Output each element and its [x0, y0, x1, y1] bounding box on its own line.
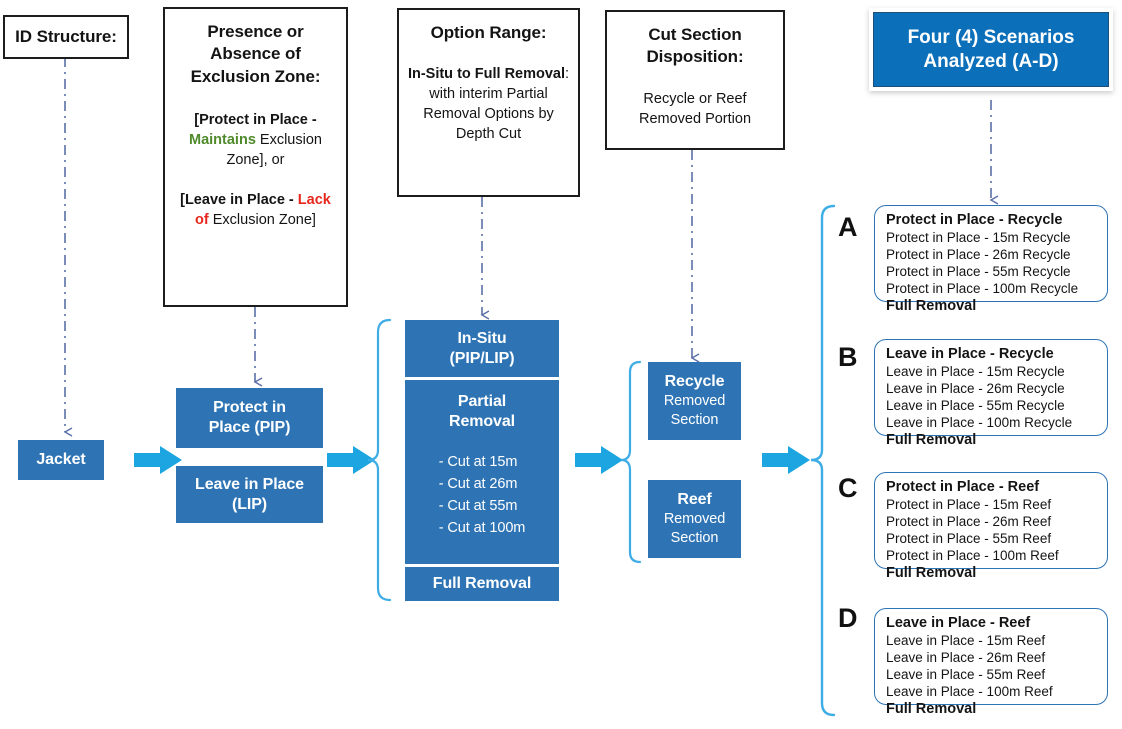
- bracket-option-column: [367, 318, 392, 602]
- header-option-range-body: In-Situ to Full Removal: with interim Pa…: [407, 64, 570, 144]
- reef-title: Reef: [677, 491, 712, 509]
- partial-removal-label-line2: Removal: [449, 413, 515, 431]
- scenario-box-a[interactable]: Protect in Place - Recycle Protect in Pl…: [874, 205, 1108, 314]
- header-cut-section: Cut Section Disposition: Recycle or Reef…: [605, 10, 785, 150]
- pip-note-suffix: Exclusion Zone], or: [226, 132, 322, 169]
- scenario-box-d[interactable]: Leave in Place - Reef Leave in Place - 1…: [874, 608, 1108, 717]
- arrow-disposition-to-scenarios: [762, 446, 810, 474]
- partial-removal-label-line1: Partial: [457, 393, 507, 410]
- scenario-letter-b: B: [838, 342, 858, 372]
- scenario-a-line: Protect in Place - 55m Recycle: [886, 264, 1071, 280]
- scenario-a-foot: Full Removal: [886, 298, 977, 315]
- lip-note-lack-of: Lack of: [195, 192, 331, 229]
- scenario-a-line: Protect in Place - 100m Recycle: [886, 281, 1079, 297]
- cut-option: - Cut at 26m: [438, 475, 518, 492]
- pip-label-line2: Place (PIP): [208, 419, 291, 436]
- header-id-structure-title: ID Structure:: [15, 26, 117, 46]
- scenario-d-head: Leave in Place - Reef: [886, 615, 1031, 631]
- header-option-range-title: Option Range:: [430, 23, 547, 42]
- header-exclusion-zone-pip-note: [Protect in Place - Maintains Exclusion …: [173, 110, 338, 170]
- recycle-sub-line1: Removed: [663, 393, 726, 410]
- reef-sub-line1: Removed: [663, 511, 726, 528]
- option-range-body-bold: In-Situ to Full Removal: [407, 66, 566, 83]
- scenario-b-line: Leave in Place - 15m Recycle: [886, 364, 1065, 380]
- header-exclusion-zone-title-line3: Exclusion Zone:: [190, 66, 321, 86]
- reef-sub-line2: Section: [670, 530, 719, 546]
- process-full-removal[interactable]: Full Removal: [405, 567, 559, 601]
- lip-note-prefix: [Leave in Place -: [180, 192, 298, 209]
- header-exclusion-zone-title-line1: Presence or: [207, 22, 304, 41]
- scenario-c-foot: Full Removal: [886, 565, 977, 582]
- bracket-disposition-column: [620, 360, 642, 564]
- banner-line-2: Analyzed (A-D): [923, 50, 1059, 72]
- pip-label-line1: Protect in: [213, 399, 286, 416]
- scenario-c-line: Protect in Place - 55m Reef: [886, 531, 1052, 547]
- recycle-sub-line2: Section: [670, 412, 719, 428]
- process-in-situ[interactable]: In-Situ (PIP/LIP): [405, 320, 559, 377]
- header-cut-section-body-line1: Recycle or Reef: [643, 90, 747, 107]
- scenario-d-foot: Full Removal: [886, 701, 977, 718]
- option-range-body-rest: : with interim Partial Removal Options b…: [423, 66, 570, 143]
- full-removal-label: Full Removal: [432, 575, 532, 592]
- scenario-letter-d: D: [838, 603, 858, 633]
- header-id-structure: ID Structure:: [3, 15, 129, 59]
- arrow-jacket-to-place: [134, 446, 182, 474]
- scenario-a-line: Protect in Place - 15m Recycle: [886, 230, 1071, 246]
- process-reef[interactable]: Reef Removed Section: [648, 480, 741, 558]
- process-jacket-label: Jacket: [36, 451, 86, 468]
- scenario-d-line: Leave in Place - 26m Reef: [886, 650, 1046, 666]
- scenario-c-line: Protect in Place - 100m Reef: [886, 548, 1059, 564]
- scenario-letter-c: C: [838, 473, 858, 503]
- banner-line-1: Four (4) Scenarios: [907, 26, 1075, 48]
- header-cut-section-body-line2: Removed Portion: [638, 110, 752, 127]
- banner-four-scenarios: Four (4) Scenarios Analyzed (A-D): [873, 12, 1109, 87]
- lip-label-line1: Leave in Place: [195, 475, 304, 493]
- cut-option: - Cut at 15m: [438, 453, 518, 470]
- process-leave-in-place[interactable]: Leave in Place (LIP): [176, 466, 323, 523]
- scenario-box-b[interactable]: Leave in Place - Recycle Leave in Place …: [874, 339, 1108, 448]
- scenario-b-line: Leave in Place - 100m Recycle: [886, 415, 1073, 431]
- scenario-b-line: Leave in Place - 26m Recycle: [886, 381, 1065, 397]
- scenario-box-c[interactable]: Protect in Place - Reef Protect in Place…: [874, 472, 1108, 581]
- scenario-b-head: Leave in Place - Recycle: [886, 346, 1054, 362]
- in-situ-label-line2: (PIP/LIP): [449, 349, 515, 367]
- process-protect-in-place[interactable]: Protect in Place (PIP): [176, 388, 323, 448]
- scenario-b-line: Leave in Place - 55m Recycle: [886, 398, 1065, 414]
- scenario-d-line: Leave in Place - 15m Reef: [886, 633, 1046, 649]
- scenario-letter-a: A: [838, 212, 858, 242]
- partial-removal-cut-list: - Cut at 15m - Cut at 26m - Cut at 55m -…: [439, 451, 526, 539]
- scenario-c-head: Protect in Place - Reef: [886, 479, 1040, 495]
- process-partial-removal[interactable]: Partial Removal - Cut at 15m - Cut at 26…: [405, 380, 559, 564]
- cut-option: - Cut at 55m: [438, 498, 518, 514]
- arrow-place-to-options: [327, 446, 375, 474]
- pip-note-maintains: Maintains: [189, 132, 256, 149]
- scenario-b-foot: Full Removal: [886, 432, 977, 449]
- process-jacket[interactable]: Jacket: [18, 440, 104, 480]
- scenario-c-line: Protect in Place - 15m Reef: [886, 497, 1052, 513]
- bracket-scenarios: [810, 204, 836, 717]
- lip-label-line2: (LIP): [231, 495, 268, 513]
- scenario-a-line: Protect in Place - 26m Recycle: [886, 247, 1071, 263]
- scenario-d-line: Leave in Place - 100m Reef: [886, 684, 1053, 700]
- header-cut-section-title-line1: Cut Section: [648, 25, 742, 44]
- in-situ-label-line1: In-Situ: [457, 329, 507, 347]
- header-cut-section-title-line2: Disposition:: [646, 47, 744, 67]
- scenario-a-head: Protect in Place - Recycle: [886, 212, 1063, 228]
- process-recycle[interactable]: Recycle Removed Section: [648, 362, 741, 440]
- pip-note-prefix: [Protect in Place -: [194, 112, 317, 129]
- cut-option: - Cut at 100m: [438, 520, 526, 537]
- header-exclusion-zone-lip-note: [Leave in Place - Lack of Exclusion Zone…: [173, 190, 338, 230]
- scenario-d-line: Leave in Place - 55m Reef: [886, 667, 1046, 683]
- header-exclusion-zone-title-line2: Absence of: [210, 44, 301, 64]
- header-option-range: Option Range: In-Situ to Full Removal: w…: [397, 8, 580, 197]
- header-exclusion-zone: Presence or Absence of Exclusion Zone: […: [163, 7, 348, 307]
- recycle-title: Recycle: [664, 373, 725, 391]
- arrow-options-to-disposition: [575, 446, 623, 474]
- scenario-c-line: Protect in Place - 26m Reef: [886, 514, 1052, 530]
- lip-note-suffix: Exclusion Zone]: [208, 212, 316, 229]
